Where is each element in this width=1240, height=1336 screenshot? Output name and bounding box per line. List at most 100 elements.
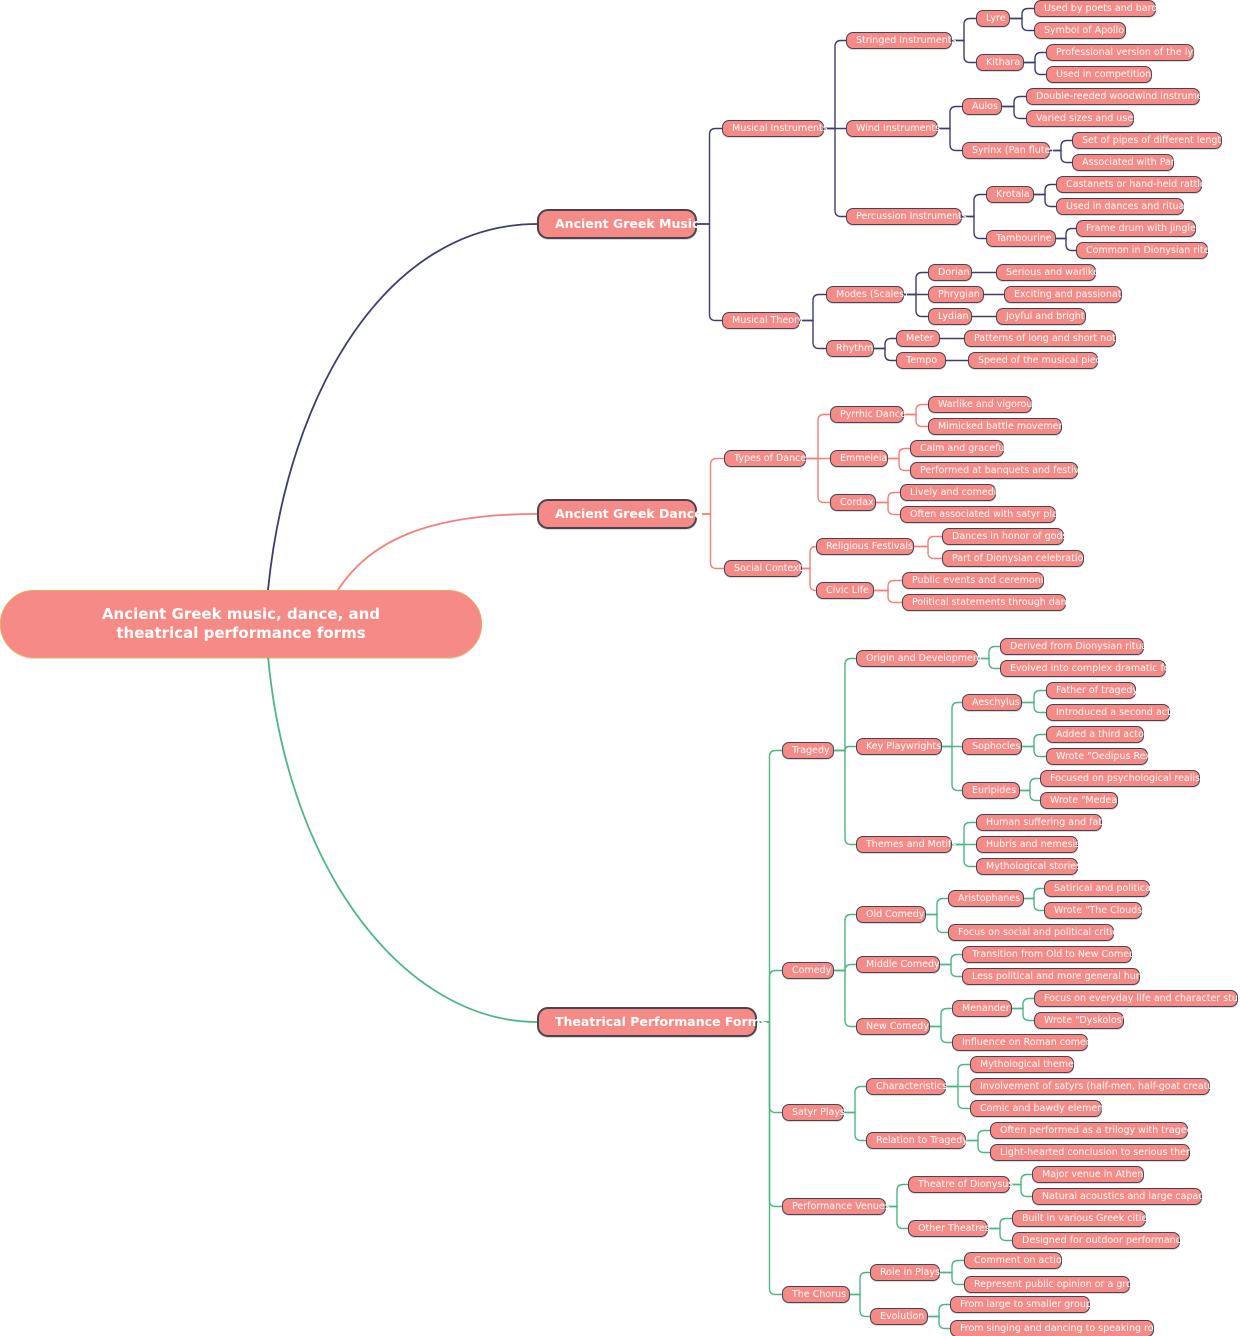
topic-wrote-the-clouds[interactable]: Wrote "The Clouds" (1044, 902, 1147, 919)
topic-theatre-of-dionysus[interactable]: Theatre of Dionysus (908, 1176, 1013, 1193)
topic-stringed-instruments[interactable]: Stringed Instruments (846, 32, 956, 49)
topic-ancient-greek-music[interactable]: Ancient Greek Music (537, 209, 700, 239)
topic-euripides[interactable]: Euripides (962, 782, 1020, 799)
topic-comedy[interactable]: Comedy (782, 962, 834, 979)
topic-focus-on-everyday-life-and-character-studies[interactable]: Focus on everyday life and character stu… (1034, 990, 1240, 1007)
topic-satyr-plays[interactable]: Satyr Plays (782, 1104, 845, 1121)
topic-political-statements-through-dance[interactable]: Political statements through dance (902, 594, 1078, 611)
topic-tambourine[interactable]: Tambourine (986, 230, 1056, 247)
topic-professional-version-of-the-lyre[interactable]: Professional version of the lyre (1046, 44, 1203, 61)
topic-sophocles[interactable]: Sophocles (962, 738, 1022, 755)
topic-set-of-pipes-of-different-lengths[interactable]: Set of pipes of different lengths (1072, 132, 1232, 149)
topic-performance-venues[interactable]: Performance Venues (782, 1198, 890, 1215)
topic-modes-scales[interactable]: Modes (Scales) (826, 286, 908, 303)
topic-civic-life[interactable]: Civic Life (816, 582, 874, 599)
topic-tempo[interactable]: Tempo (896, 352, 946, 369)
topic-part-of-dionysian-celebrations[interactable]: Part of Dionysian celebrations (942, 550, 1094, 567)
topic-percussion-instruments[interactable]: Percussion Instruments (846, 208, 967, 225)
topic-social-context[interactable]: Social Context (724, 560, 802, 577)
topic-major-venue-in-athens[interactable]: Major venue in Athens (1032, 1166, 1148, 1183)
topic-menander[interactable]: Menander (952, 1000, 1012, 1017)
topic-varied-sizes-and-uses[interactable]: Varied sizes and uses (1026, 110, 1138, 127)
topic-double-reeded-woodwind-instrument[interactable]: Double-reeded woodwind instrument (1026, 88, 1212, 105)
topic-krotala[interactable]: Krotala (986, 186, 1034, 203)
topic-dances-in-honor-of-gods[interactable]: Dances in honor of gods (942, 528, 1067, 545)
topic-ancient-greek-dance[interactable]: Ancient Greek Dance (537, 499, 703, 529)
topic-characteristics[interactable]: Characteristics (866, 1078, 947, 1095)
topic-origin-and-development[interactable]: Origin and Development (856, 650, 983, 667)
topic-religious-festivals[interactable]: Religious Festivals (816, 538, 914, 555)
topic-derived-from-dionysian-rituals[interactable]: Derived from Dionysian rituals (1000, 638, 1155, 655)
topic-represent-public-opinion-or-a-group[interactable]: Represent public opinion or a group (964, 1276, 1144, 1293)
topic-influence-on-roman-comedy[interactable]: Influence on Roman comedy (952, 1034, 1098, 1051)
topic-comment-on-action[interactable]: Comment on action (964, 1252, 1068, 1269)
topic-evolved-into-complex-dramatic-form[interactable]: Evolved into complex dramatic form (1000, 660, 1183, 677)
topic-built-in-various-greek-cities[interactable]: Built in various Greek cities (1012, 1210, 1152, 1227)
topic-patterns-of-long-and-short-notes[interactable]: Patterns of long and short notes (964, 330, 1127, 347)
topic-speed-of-the-musical-piece[interactable]: Speed of the musical piece (968, 352, 1107, 369)
topic-aulos[interactable]: Aulos (962, 98, 1002, 115)
topic-other-theatres[interactable]: Other Theatres (908, 1220, 990, 1237)
topic-wrote-dyskolos[interactable]: Wrote "Dyskolos" (1034, 1012, 1126, 1029)
topic-performed-at-banquets-and-festivals[interactable]: Performed at banquets and festivals (910, 462, 1093, 479)
topic-public-events-and-ceremonies[interactable]: Public events and ceremonies (902, 572, 1054, 589)
topic-comic-and-bawdy-elements[interactable]: Comic and bawdy elements (970, 1100, 1112, 1117)
topic-human-suffering-and-fate[interactable]: Human suffering and fate (976, 814, 1108, 831)
topic-meter[interactable]: Meter (896, 330, 940, 347)
topic-syrinx-pan-flute[interactable]: Syrinx (Pan flute) (962, 142, 1054, 159)
topic-lydian[interactable]: Lydian (928, 308, 972, 325)
topic-used-in-competitions[interactable]: Used in competitions (1046, 66, 1156, 83)
topic-hubris-and-nemesis[interactable]: Hubris and nemesis (976, 836, 1080, 853)
topic-mythological-themes[interactable]: Mythological themes (970, 1056, 1079, 1073)
topic-cordax[interactable]: Cordax (830, 494, 876, 511)
topic-used-by-poets-and-bards[interactable]: Used by poets and bards (1034, 0, 1162, 17)
topic-used-in-dances-and-rituals[interactable]: Used in dances and rituals (1056, 198, 1192, 215)
topic-wrote-medea[interactable]: Wrote "Medea" (1040, 792, 1122, 809)
topic-emmeleia[interactable]: Emmeleia (830, 450, 888, 467)
topic-lively-and-comedic[interactable]: Lively and comedic (900, 484, 1002, 501)
topic-key-playwrights[interactable]: Key Playwrights (856, 738, 942, 755)
topic-rhythm[interactable]: Rhythm (826, 340, 874, 357)
topic-the-chorus[interactable]: The Chorus (782, 1286, 850, 1303)
topic-castanets-or-hand-held-rattles[interactable]: Castanets or hand-held rattles (1056, 176, 1211, 193)
topic-theatrical-performance-forms[interactable]: Theatrical Performance Forms (537, 1007, 768, 1037)
topic-tragedy[interactable]: Tragedy (782, 742, 834, 759)
central-topic[interactable]: Ancient Greek music, dance, and theatric… (0, 590, 482, 658)
topic-focused-on-psychological-realism[interactable]: Focused on psychological realism (1040, 770, 1209, 787)
topic-less-political-and-more-general-humor[interactable]: Less political and more general humor (962, 968, 1155, 985)
topic-musical-theory[interactable]: Musical Theory (722, 312, 804, 329)
topic-role-in-plays[interactable]: Role in Plays (870, 1264, 940, 1281)
topic-phrygian[interactable]: Phrygian (928, 286, 984, 303)
topic-associated-with-pan[interactable]: Associated with Pan (1072, 154, 1177, 171)
topic-evolution[interactable]: Evolution (870, 1308, 928, 1325)
topic-pyrrhic-dance[interactable]: Pyrrhic Dance (830, 406, 906, 423)
topic-aristophanes[interactable]: Aristophanes (948, 890, 1024, 907)
topic-natural-acoustics-and-large-capacity[interactable]: Natural acoustics and large capacity (1032, 1188, 1216, 1205)
topic-added-a-third-actor[interactable]: Added a third actor (1046, 726, 1148, 743)
topic-dorian[interactable]: Dorian (928, 264, 972, 281)
topic-serious-and-warlike[interactable]: Serious and warlike (996, 264, 1099, 281)
topic-joyful-and-bright[interactable]: Joyful and bright (996, 308, 1086, 325)
topic-lyre[interactable]: Lyre (976, 10, 1010, 27)
topic-transition-from-old-to-new-comedy[interactable]: Transition from Old to New Comedy (962, 946, 1141, 963)
topic-introduced-a-second-actor[interactable]: Introduced a second actor (1046, 704, 1180, 721)
topic-warlike-and-vigorous[interactable]: Warlike and vigorous (928, 396, 1037, 413)
topic-satirical-and-political[interactable]: Satirical and political (1044, 880, 1154, 897)
topic-wind-instruments[interactable]: Wind Instruments (846, 120, 940, 137)
topic-father-of-tragedy[interactable]: Father of tragedy (1046, 682, 1138, 699)
topic-symbol-of-apollo[interactable]: Symbol of Apollo (1034, 22, 1126, 39)
topic-mimicked-battle-movements[interactable]: Mimicked battle movements (928, 418, 1073, 435)
topic-light-hearted-conclusion-to-serious-themes[interactable]: Light-hearted conclusion to serious them… (990, 1144, 1206, 1161)
topic-focus-on-social-and-political-critique[interactable]: Focus on social and political critique (948, 924, 1130, 941)
topic-designed-for-outdoor-performances[interactable]: Designed for outdoor performances (1012, 1232, 1192, 1249)
topic-themes-and-motifs[interactable]: Themes and Motifs (856, 836, 956, 853)
topic-relation-to-tragedy[interactable]: Relation to Tragedy (866, 1132, 968, 1149)
topic-from-singing-and-dancing-to-speaking-roles[interactable]: From singing and dancing to speaking rol… (950, 1320, 1167, 1336)
topic-mythological-stories[interactable]: Mythological stories (976, 858, 1081, 875)
topic-types-of-dance[interactable]: Types of Dance (724, 450, 806, 467)
topic-wrote-oedipus-rex[interactable]: Wrote "Oedipus Rex" (1046, 748, 1155, 765)
topic-musical-instruments[interactable]: Musical Instruments (722, 120, 828, 137)
topic-involvement-of-satyrs-half-men-half-goat-creatures[interactable]: Involvement of satyrs (half-men, half-go… (970, 1078, 1232, 1095)
topic-kithara[interactable]: Kithara (976, 54, 1024, 71)
topic-frame-drum-with-jingles[interactable]: Frame drum with jingles (1076, 220, 1201, 237)
